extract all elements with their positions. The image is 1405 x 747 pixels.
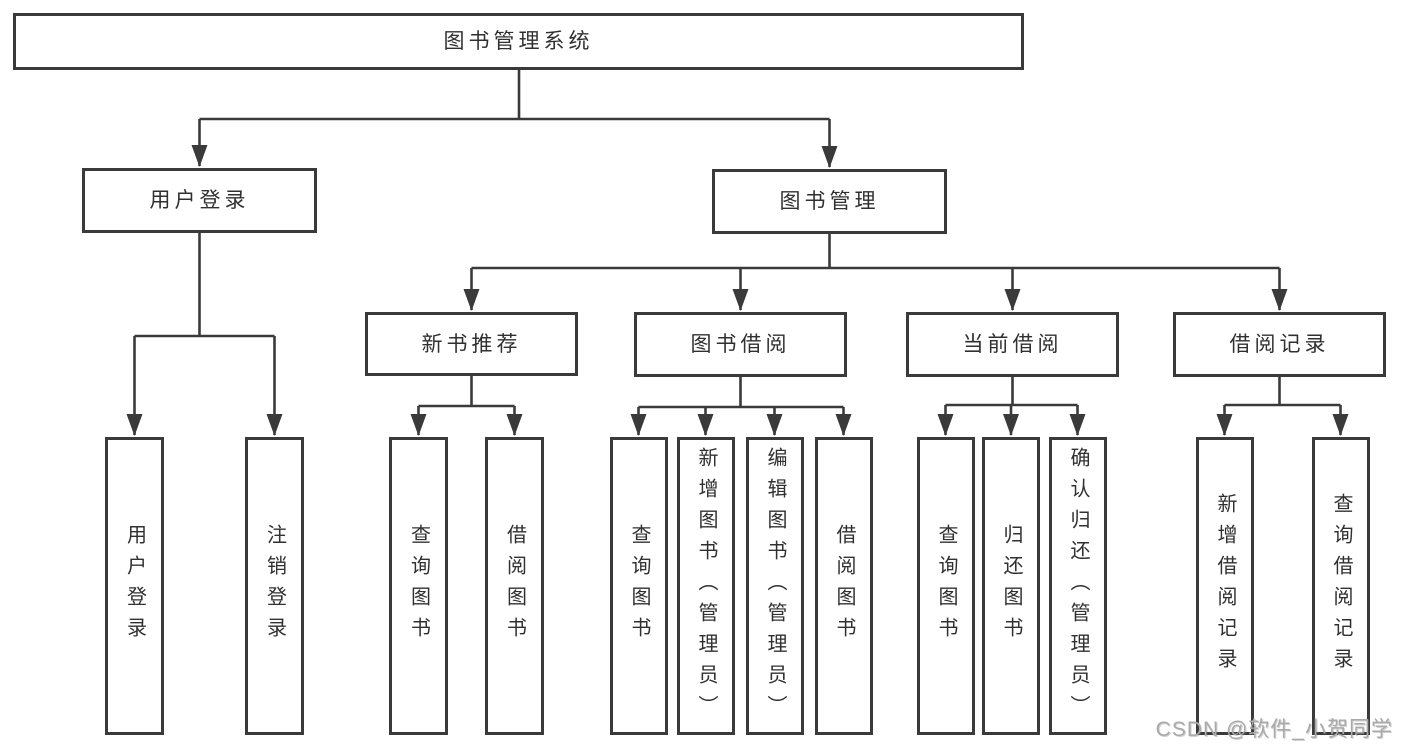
node-user-login: 用户登录 — [82, 168, 317, 233]
node-borrow-records: 借阅记录 — [1173, 312, 1386, 377]
leaf-edit-book-admin-label: 编辑图书（管理员） — [764, 446, 786, 726]
connector-root-to-level2 — [191, 70, 838, 168]
leaf-query-books-current: 查询图书 — [917, 437, 975, 735]
leaf-user-login-label: 用户登录 — [123, 524, 146, 648]
leaf-confirm-return-admin-label: 确认归还（管理员） — [1067, 446, 1089, 726]
leaf-query-books-recommend: 查询图书 — [389, 437, 448, 735]
leaf-confirm-return-admin: 确认归还（管理员） — [1049, 437, 1107, 735]
connector-cur-borrow-to-leaves — [937, 377, 1086, 436]
connector-new-rec-to-leaves — [410, 376, 523, 436]
node-book-borrow: 图书借阅 — [634, 312, 847, 377]
node-new-book-recommend: 新书推荐 — [365, 312, 578, 376]
leaf-add-borrow-record: 新增借阅记录 — [1196, 437, 1254, 735]
leaf-query-books-recommend-label: 查询图书 — [407, 524, 430, 648]
connector-book-mgmt-to-level3 — [463, 234, 1288, 311]
leaf-borrow-books-label: 借阅图书 — [833, 524, 855, 648]
node-book-management: 图书管理 — [712, 169, 947, 234]
connector-borrow-rec-to-leaves — [1216, 377, 1349, 436]
leaf-query-books-borrow-label: 查询图书 — [628, 524, 650, 648]
leaf-add-borrow-record-label: 新增借阅记录 — [1214, 493, 1236, 679]
node-current-borrow: 当前借阅 — [906, 312, 1119, 377]
node-root-system: 图书管理系统 — [13, 13, 1024, 70]
node-new-book-recommend-label: 新书推荐 — [421, 332, 522, 356]
node-current-borrow-label: 当前借阅 — [962, 333, 1063, 356]
leaf-query-borrow-record: 查询借阅记录 — [1312, 437, 1370, 735]
leaf-add-book-admin-label: 新增图书（管理员） — [695, 446, 717, 726]
leaf-logout: 注销登录 — [245, 437, 304, 735]
leaf-edit-book-admin: 编辑图书（管理员） — [746, 437, 804, 735]
leaf-user-login: 用户登录 — [105, 437, 164, 735]
node-borrow-records-label: 借阅记录 — [1229, 333, 1330, 356]
node-root-label: 图书管理系统 — [443, 30, 594, 53]
leaf-query-books-current-label: 查询图书 — [935, 524, 957, 648]
node-book-borrow-label: 图书借阅 — [690, 333, 791, 356]
leaf-query-borrow-record-label: 查询借阅记录 — [1330, 493, 1352, 679]
leaf-borrow-books: 借阅图书 — [815, 437, 873, 735]
node-user-login-label: 用户登录 — [149, 189, 250, 212]
connector-book-borrow-to-leaves — [630, 377, 852, 436]
leaf-logout-label: 注销登录 — [263, 524, 286, 648]
node-book-management-label: 图书管理 — [779, 190, 880, 213]
leaf-add-book-admin: 新增图书（管理员） — [677, 437, 735, 735]
csdn-watermark: CSDN @软件_小贺同学 — [1155, 718, 1393, 741]
leaf-return-book-label: 归还图书 — [1000, 524, 1022, 648]
leaf-return-book: 归还图书 — [982, 437, 1040, 735]
leaf-borrow-books-recommend-label: 借阅图书 — [503, 524, 526, 648]
connector-user-login-to-leaves — [126, 233, 283, 436]
leaf-borrow-books-recommend: 借阅图书 — [485, 437, 544, 735]
leaf-query-books-borrow: 查询图书 — [610, 437, 668, 735]
